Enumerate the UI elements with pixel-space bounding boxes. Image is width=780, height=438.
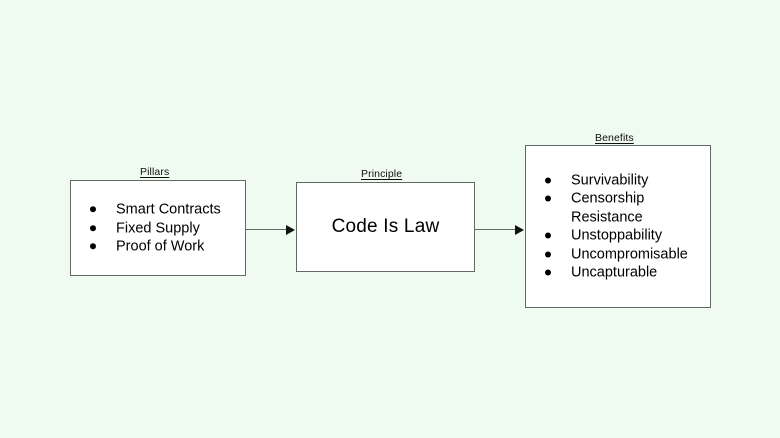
bullet-icon bbox=[545, 232, 551, 239]
bullet-icon bbox=[90, 206, 96, 213]
benefits-list: Survivability Censorship Resistance Unst… bbox=[526, 171, 710, 282]
arrowhead-icon bbox=[515, 225, 524, 235]
list-item: Uncapturable bbox=[545, 264, 710, 283]
bullet-icon bbox=[545, 269, 551, 276]
bullet-icon bbox=[545, 177, 551, 183]
principle-box-label: Principle bbox=[361, 168, 403, 180]
principle-text: Code Is Law bbox=[331, 216, 440, 237]
list-item: Survivability bbox=[545, 171, 710, 190]
list-item: Censorship Resistance bbox=[545, 190, 710, 227]
pillars-item-2: Proof of Work bbox=[116, 238, 205, 255]
bullet-icon bbox=[545, 251, 551, 257]
benefits-box[interactable]: Survivability Censorship Resistance Unst… bbox=[525, 145, 711, 308]
pillars-item-0: Smart Contracts bbox=[116, 201, 221, 218]
benefits-item-2: Unstoppability bbox=[571, 227, 663, 244]
pillars-item-1: Fixed Supply bbox=[116, 219, 200, 236]
arrowhead-icon bbox=[286, 225, 295, 235]
bullet-icon bbox=[90, 243, 96, 250]
bullet-icon bbox=[90, 224, 96, 231]
bullet-icon bbox=[545, 195, 551, 202]
benefits-item-3: Uncompromisable bbox=[571, 246, 688, 262]
benefits-box-label: Benefits bbox=[595, 132, 634, 144]
connector-pillars-to-principle bbox=[246, 229, 288, 230]
list-item: Smart Contracts bbox=[90, 200, 245, 219]
pillars-box[interactable]: Smart Contracts Fixed Supply Proof of Wo… bbox=[70, 180, 246, 276]
list-item: Unstoppability bbox=[545, 227, 710, 246]
benefits-item-1: Censorship Resistance bbox=[571, 190, 645, 226]
list-item: Fixed Supply bbox=[90, 219, 245, 238]
pillars-list: Smart Contracts Fixed Supply Proof of Wo… bbox=[71, 200, 245, 256]
benefits-item-0: Survivability bbox=[571, 172, 649, 188]
principle-box[interactable]: Code Is Law bbox=[296, 182, 475, 272]
list-item: Uncompromisable bbox=[545, 245, 710, 264]
connector-principle-to-benefits bbox=[475, 229, 517, 230]
list-item: Proof of Work bbox=[90, 237, 245, 256]
pillars-box-label: Pillars bbox=[140, 166, 170, 178]
benefits-item-4: Uncapturable bbox=[571, 264, 658, 281]
